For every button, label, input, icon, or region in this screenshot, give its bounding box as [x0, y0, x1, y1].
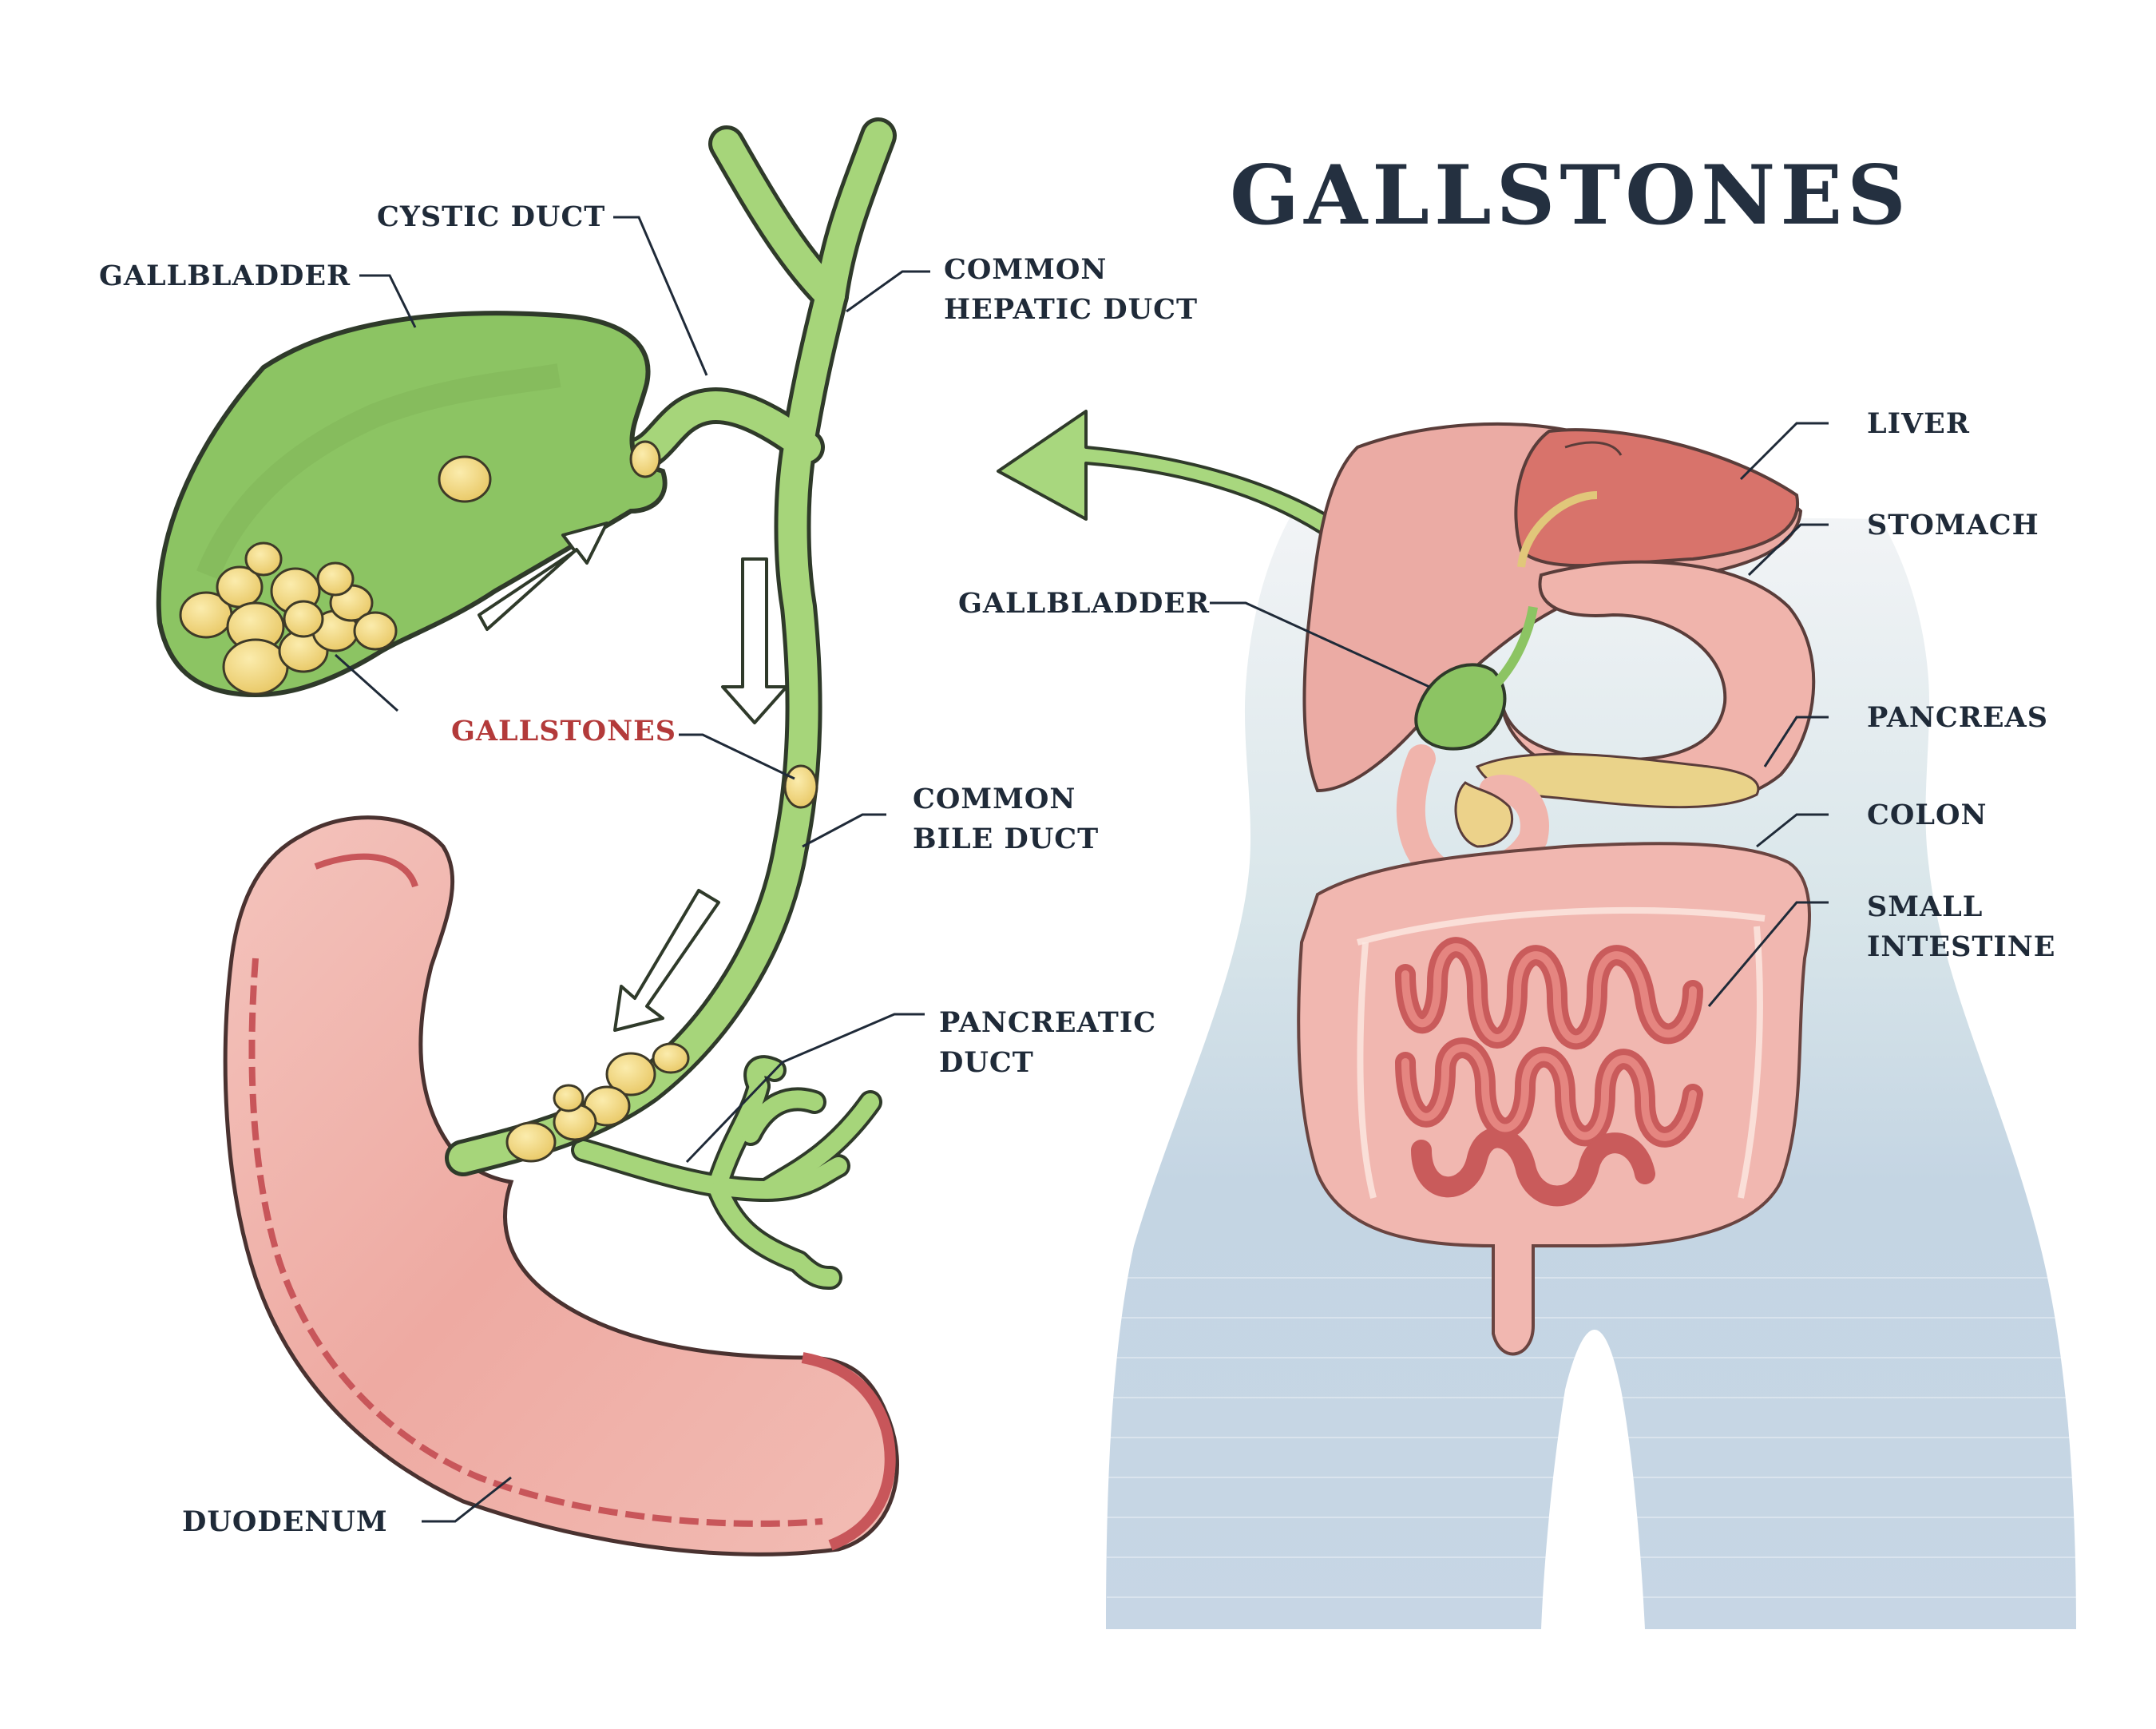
label-duodenum: DUODENUM — [182, 1505, 388, 1538]
stomach — [1500, 491, 1816, 804]
pancreas — [1475, 752, 1760, 809]
label-common-bile-duct-line1: COMMON — [913, 783, 1076, 815]
label-common-hepatic-duct-line2: HEPATIC DUCT — [944, 293, 1198, 326]
small-intestine-highlight — [1401, 943, 1697, 1141]
leader-lines — [334, 216, 1829, 1523]
label-common-bile-duct-line2: BILE DUCT — [913, 823, 1100, 855]
pancreatic-duct-branches — [571, 1055, 882, 1290]
right-gallbladder — [1414, 605, 1538, 751]
label-small-intestine-line2: INTESTINE — [1867, 930, 2056, 963]
flow-arrows — [478, 521, 788, 1032]
label-colon: COLON — [1867, 799, 1988, 831]
label-gallbladder-left: GALLBLADDER — [99, 260, 351, 292]
label-pancreatic-duct-line2: DUCT — [939, 1046, 1034, 1079]
label-pancreatic-duct-line1: PANCREATIC — [939, 1006, 1157, 1039]
label-cystic-duct: CYSTIC DUCT — [377, 200, 606, 233]
label-pancreas: PANCREAS — [1867, 701, 2048, 734]
label-common-hepatic-duct-line1: COMMON — [944, 253, 1108, 286]
diagram-title: GALLSTONES — [1230, 148, 1911, 244]
label-stomach: STOMACH — [1867, 509, 2039, 541]
label-gallstones: GALLSTONES — [451, 715, 677, 748]
label-liver: LIVER — [1867, 407, 1970, 440]
label-gallbladder-right: GALLBLADDER — [958, 587, 1211, 620]
colon — [1297, 842, 1811, 1356]
duodenum — [223, 815, 899, 1556]
label-small-intestine-line1: SMALL — [1867, 890, 1984, 923]
gallstones-left — [179, 440, 818, 1163]
